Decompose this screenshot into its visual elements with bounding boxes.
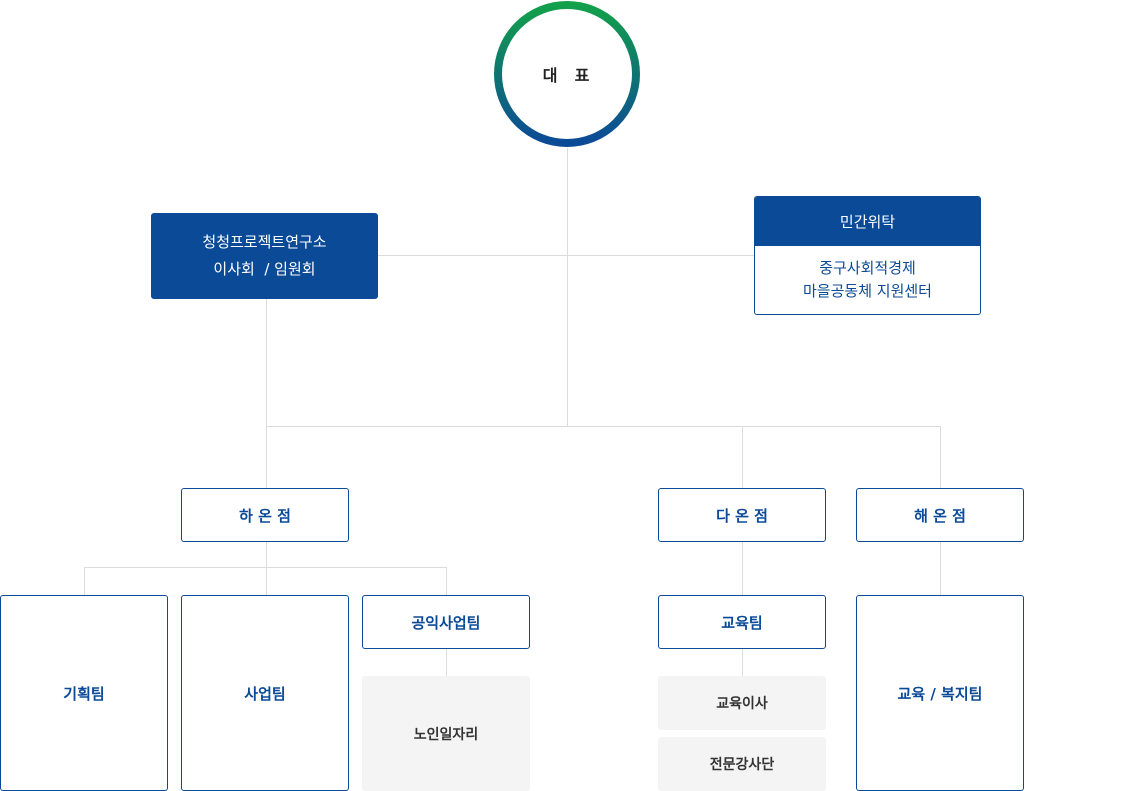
- ceo-label-wrap: 대 표: [493, 0, 641, 148]
- connector-haon-teams-horizontal: [84, 567, 447, 568]
- connector-institute-down: [266, 299, 267, 489]
- ceo-ring: [494, 1, 640, 147]
- connector-daon-down: [742, 426, 743, 489]
- trust-body: 중구사회적경제 마을공동체 지원센터: [755, 246, 980, 314]
- edu-director: 교육이사: [658, 676, 826, 730]
- trust-box: 민간위탁 중구사회적경제 마을공동체 지원센터: [754, 196, 981, 315]
- team-public: 공익사업팀: [362, 595, 530, 649]
- connector-public-up: [446, 567, 447, 596]
- connector-planning-up: [84, 567, 85, 596]
- connector-haeon-eduwelfare: [940, 541, 941, 596]
- ceo-node: 대 표: [493, 0, 641, 148]
- trust-line-1: 중구사회적경제: [819, 259, 916, 277]
- connector-branches-horizontal: [266, 426, 941, 427]
- institute-name: 청청프로젝트연구소: [202, 233, 327, 251]
- connector-haon-down: [266, 541, 267, 596]
- trust-header: 민간위탁: [755, 197, 980, 246]
- team-senior-jobs: 노인일자리: [362, 676, 530, 791]
- trust-line-2: 마을공동체 지원센터: [803, 282, 932, 300]
- team-edu-welfare: 교육 / 복지팀: [856, 595, 1024, 791]
- connector-haeon-down: [940, 426, 941, 489]
- connector-institute-trust: [378, 255, 754, 256]
- connector-daon-education: [742, 541, 743, 596]
- connector-public-senior: [446, 648, 447, 677]
- branch-daon: 다 온 점: [658, 488, 826, 542]
- ceo-label: 대 표: [542, 66, 592, 85]
- branch-haeon: 해 온 점: [856, 488, 1024, 542]
- connector-education-director: [742, 648, 743, 677]
- team-planning: 기획팀: [0, 595, 168, 791]
- institute-board: 이사회 / 임원회: [213, 260, 316, 278]
- team-education: 교육팀: [658, 595, 826, 649]
- team-business: 사업팀: [181, 595, 349, 791]
- connector-ceo-down: [567, 148, 568, 427]
- lecturers: 전문강사단: [658, 737, 826, 791]
- institute-box: 청청프로젝트연구소 이사회 / 임원회: [151, 213, 378, 299]
- branch-haon: 하 온 점: [181, 488, 349, 542]
